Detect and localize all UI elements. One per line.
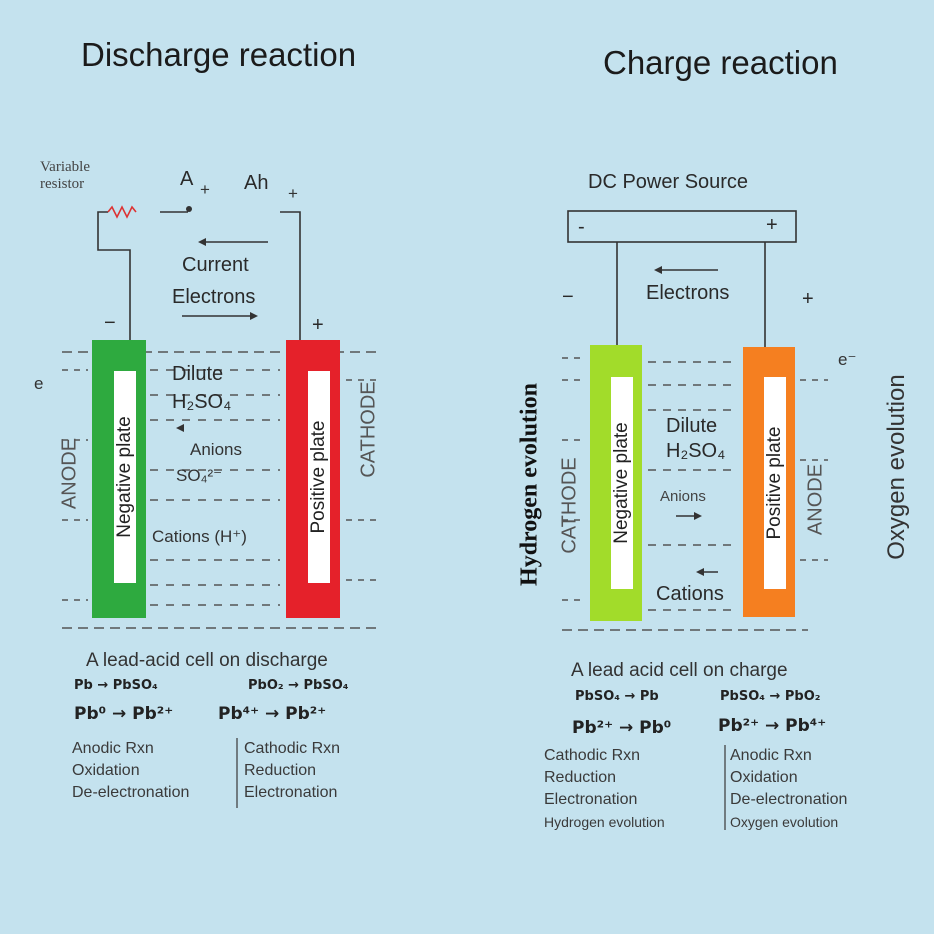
discharge-arrows (182, 241, 268, 317)
charge-cations-arrow-head (696, 568, 704, 576)
discharge-right-rxn: Cathodic Rxn Reduction Electronation (244, 738, 340, 804)
discharge-left-rxn: Anodic Rxn Oxidation De-electronation (72, 738, 189, 804)
positive-terminal-sign: + (312, 314, 324, 336)
negative-terminal-sign: − (104, 312, 116, 334)
charge-right-rxn: Anodic Rxn Oxidation De-electronation Ox… (730, 745, 847, 833)
discharge-eq-right-bottom: Pb⁴⁺ → Pb²⁺ (218, 704, 327, 724)
electrons-label: Electrons (172, 286, 256, 308)
discharge-right-rxn-line: Electronation (244, 784, 338, 801)
charge-electrolyte (562, 357, 828, 631)
discharge-title: Discharge reaction (81, 36, 357, 73)
electron-symbol: e (34, 374, 44, 393)
charge-anode-label: ANODE (804, 463, 827, 536)
discharge-right-rxn-line: Reduction (244, 762, 317, 779)
charge-title: Charge reaction (603, 44, 838, 81)
charge-right-rxn-line: Oxygen evolution (730, 814, 839, 830)
charge-electrons-arrow-head (654, 266, 662, 274)
power-plus: + (766, 214, 778, 236)
ah-label: Ah (244, 172, 269, 194)
charge-negative-plate-label: Negative plate (611, 377, 633, 589)
power-minus: - (578, 216, 585, 238)
charge-right-rxn-line: De-electronation (730, 791, 848, 808)
dc-power-source-box (567, 210, 797, 243)
electrons-arrow-head (250, 312, 258, 320)
charge-left-rxn-line: Reduction (544, 769, 617, 786)
dc-power-label: DC Power Source (588, 171, 749, 193)
anions-label: Anions (190, 440, 242, 459)
charge-minus-sign: − (562, 286, 574, 308)
charge-anions-arrow-head (694, 512, 702, 520)
dilute-label: Dilute (172, 363, 224, 385)
charge-dilute-label: Dilute (666, 415, 718, 437)
cathode-label: CATHODE (357, 381, 380, 478)
switch-dot (186, 206, 192, 212)
discharge-left-rxn-line: Oxidation (72, 762, 140, 779)
discharge-left-rxn-line: De-electronation (72, 784, 190, 801)
oxygen-evolution-label: Oxygen evolution (883, 374, 910, 560)
charge-eq-left-top: PbSO₄ → Pb (575, 689, 659, 704)
so4-label: SO₄²⁻ (176, 466, 223, 485)
charge-left-rxn-line: Electronation (544, 791, 638, 808)
discharge-electrolyte (62, 351, 380, 629)
resistor-label: Variable resistor (40, 159, 90, 192)
charge-circuit-wires (616, 242, 766, 347)
charge-anions-label: Anions (660, 488, 706, 505)
charge-left-rxn: Cathodic Rxn Reduction Electronation Hyd… (544, 745, 665, 833)
discharge-eq-left-bottom: Pb⁰ → Pb²⁺ (74, 704, 174, 724)
ammeter-label: A (180, 168, 194, 190)
charge-left-rxn-line: Hydrogen evolution (544, 814, 665, 830)
anions-arrow-head (176, 424, 184, 432)
current-label: Current (182, 254, 249, 276)
charge-eq-right-bottom: Pb²⁺ → Pb⁴⁺ (718, 716, 827, 736)
ah-plus: + (288, 184, 298, 203)
charge-eq-left-bottom: Pb²⁺ → Pb⁰ (572, 718, 672, 738)
charge-cathode-label: CATHODE (558, 457, 581, 554)
charge-eq-right-top: PbSO₄ → PbO₂ (720, 689, 821, 704)
negative-plate-label: Negative plate (114, 371, 136, 583)
hydrogen-evolution-label: Hydrogen evolution (516, 383, 543, 586)
anode-label: ANODE (58, 437, 81, 510)
discharge-right-rxn-line: Cathodic Rxn (244, 740, 341, 757)
discharge-caption: A lead-acid cell on discharge (86, 650, 328, 671)
charge-electrons-label: Electrons (646, 282, 730, 304)
h2so4-label: H₂SO₄ (172, 391, 232, 413)
discharge-eq-left-top: Pb → PbSO₄ (74, 678, 158, 693)
resistor-zigzag (107, 205, 137, 219)
discharge-circuit-wires (97, 211, 301, 340)
charge-positive-plate-label: Positive plate (764, 377, 786, 589)
charge-caption: A lead acid cell on charge (571, 660, 788, 681)
charge-left-rxn-line: Cathodic Rxn (544, 747, 641, 764)
current-arrow-head (198, 238, 206, 246)
charge-electron-symbol: e⁻ (838, 350, 857, 369)
charge-plus-sign: + (802, 288, 814, 310)
charge-h2so4-label: H₂SO₄ (666, 440, 726, 462)
positive-plate-label: Positive plate (308, 371, 330, 583)
charge-right-rxn-line: Oxidation (730, 769, 798, 786)
charge-right-rxn-line: Anodic Rxn (730, 747, 812, 764)
cations-label: Cations (H⁺) (152, 527, 247, 546)
charge-cations-label: Cations (656, 583, 724, 605)
ammeter-plus: + (200, 180, 210, 199)
discharge-left-rxn-line: Anodic Rxn (72, 740, 154, 757)
discharge-eq-right-top: PbO₂ → PbSO₄ (248, 678, 349, 693)
